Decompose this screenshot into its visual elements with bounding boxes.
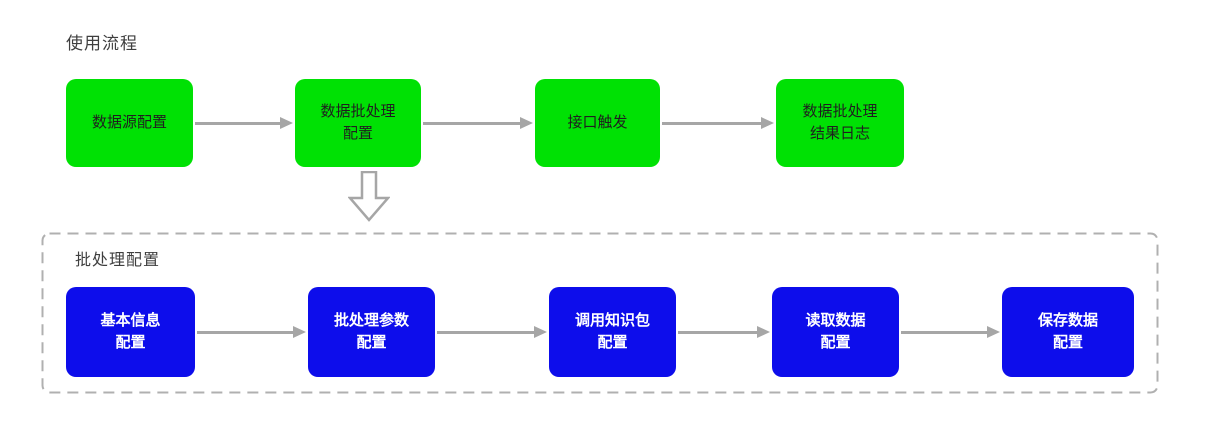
section-label: 批处理配置 (75, 252, 161, 269)
arrow-right-icon (662, 116, 774, 130)
arrow-line (901, 330, 987, 334)
node-label: 接口触发 (567, 114, 628, 131)
flow-node-data-batch-config: 数据批处理 配置 (295, 79, 421, 167)
node-label: 读取数据 配置 (805, 312, 866, 351)
flow-node-basic-info-config: 基本信息 配置 (66, 287, 195, 377)
arrow-right-icon (901, 325, 1000, 339)
flow-node-data-source-config: 数据源配置 (66, 79, 193, 167)
batch-config-section (41, 232, 1159, 394)
arrow-right-icon (423, 116, 533, 130)
arrow-right-icon (437, 325, 547, 339)
arrow-head-icon (293, 326, 306, 338)
dashed-border (41, 232, 1159, 394)
arrow-head-icon (534, 326, 547, 338)
page-title: 使用流程 (66, 34, 138, 53)
node-label: 保存数据 配置 (1037, 312, 1098, 351)
node-label: 调用知识包 配置 (574, 312, 650, 351)
arrow-right-icon (197, 325, 306, 339)
arrow-line (197, 330, 293, 334)
arrow-head-icon (761, 117, 774, 129)
arrow-right-icon (195, 116, 293, 130)
arrow-line (195, 121, 280, 125)
arrow-line (423, 121, 520, 125)
flow-node-result-log: 数据批处理 结果日志 (776, 79, 904, 167)
flow-node-api-trigger: 接口触发 (535, 79, 660, 167)
arrow-line (678, 330, 757, 334)
node-label: 数据批处理 配置 (320, 103, 396, 142)
arrow-head-icon (520, 117, 533, 129)
arrow-head-icon (280, 117, 293, 129)
arrow-right-icon (678, 325, 770, 339)
flow-node-save-data-config: 保存数据 配置 (1002, 287, 1134, 377)
arrow-line (662, 121, 761, 125)
node-label: 基本信息 配置 (100, 312, 161, 351)
down-arrow-icon (348, 171, 390, 222)
flow-node-batch-params-config: 批处理参数 配置 (308, 287, 435, 377)
arrow-line (437, 330, 534, 334)
arrow-head-icon (987, 326, 1000, 338)
flow-node-read-data-config: 读取数据 配置 (772, 287, 899, 377)
flow-node-knowledge-package-config: 调用知识包 配置 (549, 287, 676, 377)
node-label: 数据批处理 结果日志 (802, 103, 878, 142)
arrow-head-icon (757, 326, 770, 338)
node-label: 数据源配置 (91, 114, 167, 131)
node-label: 批处理参数 配置 (333, 312, 409, 351)
